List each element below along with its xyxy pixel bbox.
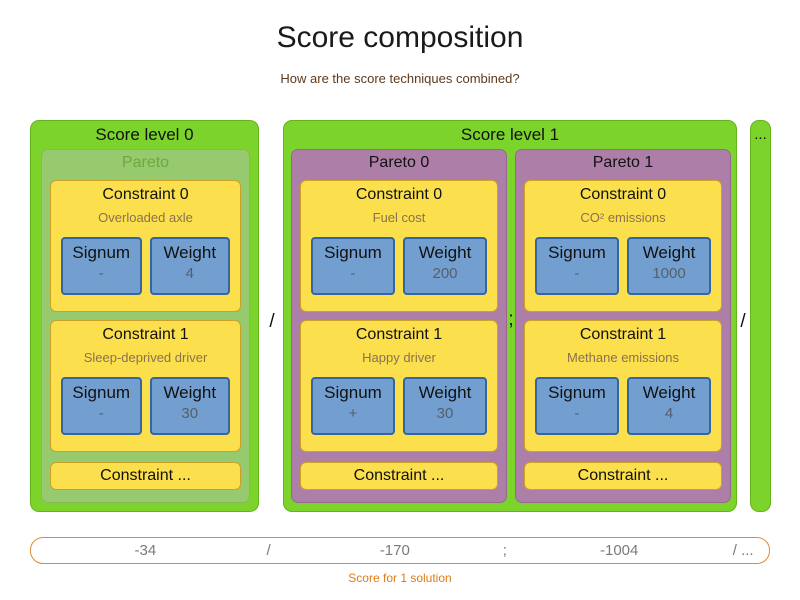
weight-box: Weight 4 [627, 377, 711, 435]
signum-value: - [350, 265, 356, 282]
weight-value: 4 [185, 265, 194, 282]
pareto-group-disabled: Pareto Constraint 0 Overloaded axle Sign… [41, 149, 250, 503]
constraint-description: Fuel cost [372, 210, 426, 225]
signum-label: Signum [72, 383, 131, 402]
weight-value: 30 [181, 405, 199, 422]
weight-value: 200 [432, 265, 458, 282]
constraint-title: Constraint 0 [102, 186, 189, 203]
weight-label: Weight [642, 383, 696, 402]
constraint-title: Constraint ... [577, 467, 669, 484]
weight-label: Weight [642, 243, 696, 262]
score-caption: Score for 1 solution [348, 571, 452, 585]
signum-weight-row: Signum - Weight 30 [51, 377, 240, 435]
signum-box: Signum + [311, 377, 395, 435]
score-value-pareto1: -1004 [599, 542, 639, 559]
level-separator-slash: / [740, 311, 746, 332]
page-title: Score composition [276, 21, 524, 54]
constraint-card: Constraint 1 Sleep-deprived driver Signu… [50, 320, 241, 452]
score-level-1-label: Score level 1 [460, 125, 560, 144]
signum-label: Signum [324, 383, 382, 402]
more-levels-indicator: ... [754, 126, 767, 143]
signum-weight-row: Signum - Weight 4 [525, 377, 721, 435]
constraint-description: Methane emissions [567, 350, 679, 365]
constraint-title: Constraint 1 [102, 326, 189, 343]
weight-label: Weight [418, 243, 472, 262]
constraint-card: Constraint 0 CO² emissions Signum - Weig… [524, 180, 722, 312]
constraint-description: Overloaded axle [98, 210, 193, 225]
signum-weight-row: Signum + Weight 30 [301, 377, 497, 435]
signum-box: Signum - [535, 237, 619, 295]
score-value-level0: -34 [134, 542, 157, 559]
weight-box: Weight 4 [149, 237, 230, 295]
signum-weight-row: Signum - Weight 4 [51, 237, 240, 295]
constraint-description: Happy driver [362, 350, 436, 365]
pareto-group-label: Pareto [121, 154, 170, 171]
constraint-title: Constraint 1 [579, 326, 667, 343]
level-separator-slash: / [269, 311, 275, 332]
signum-box: Signum - [311, 237, 395, 295]
score-level-0-box: Score level 0 Pareto Constraint 0 Overlo… [30, 120, 259, 512]
weight-value: 4 [664, 405, 674, 422]
constraint-description: Sleep-deprived driver [83, 350, 208, 365]
signum-box: Signum - [535, 377, 619, 435]
weight-box: Weight 30 [149, 377, 230, 435]
signum-box: Signum - [61, 377, 142, 435]
signum-label: Signum [548, 243, 606, 262]
pareto-group-label: Pareto 0 [368, 154, 430, 171]
weight-box: Weight 200 [403, 237, 487, 295]
signum-weight-row: Signum - Weight 200 [301, 237, 497, 295]
constraint-card: Constraint 0 Overloaded axle Signum - We… [50, 180, 241, 312]
constraint-card: Constraint 1 Methane emissions Signum - … [524, 320, 722, 452]
constraint-more-card: Constraint ... [50, 462, 241, 490]
constraint-description: CO² emissions [580, 210, 666, 225]
signum-box: Signum - [61, 237, 142, 295]
signum-label: Signum [548, 383, 606, 402]
constraint-title: Constraint 0 [355, 186, 443, 203]
signum-label: Signum [324, 243, 382, 262]
constraint-more-card: Constraint ... [300, 462, 498, 490]
score-level-0-label: Score level 0 [95, 125, 194, 144]
signum-value: - [98, 405, 104, 422]
constraint-title: Constraint 1 [355, 326, 443, 343]
weight-label: Weight [163, 383, 217, 402]
constraint-title: Constraint ... [100, 467, 191, 484]
weight-value: 1000 [652, 265, 686, 282]
score-separator-slash: / [266, 542, 271, 559]
constraint-title: Constraint 0 [579, 186, 667, 203]
score-separator-more: / ... [732, 542, 754, 559]
more-levels-strip: ... [750, 120, 771, 512]
constraint-card: Constraint 0 Fuel cost Signum - Weight 2… [300, 180, 498, 312]
constraint-title: Constraint ... [353, 467, 445, 484]
weight-value: 30 [436, 405, 454, 422]
weight-box: Weight 1000 [627, 237, 711, 295]
pareto-group-1: Pareto 1 Constraint 0 CO² emissions Sign… [515, 149, 731, 503]
pareto-separator-semicolon: ; [508, 309, 514, 330]
weight-label: Weight [163, 243, 217, 262]
constraint-card: Constraint 1 Happy driver Signum + Weigh… [300, 320, 498, 452]
weight-label: Weight [418, 383, 472, 402]
score-separator-semicolon: ; [502, 542, 507, 559]
constraint-more-card: Constraint ... [524, 462, 722, 490]
pareto-group-0: Pareto 0 Constraint 0 Fuel cost Signum -… [291, 149, 507, 503]
score-value-pareto0: -170 [379, 542, 410, 559]
pareto-group-label: Pareto 1 [592, 154, 654, 171]
signum-label: Signum [72, 243, 131, 262]
signum-value: - [98, 265, 104, 282]
page-subtitle: How are the score techniques combined? [280, 71, 520, 86]
score-bar: -34 / -170 ; -1004 / ... [30, 537, 770, 564]
signum-value: - [574, 405, 580, 422]
signum-value: + [348, 405, 358, 422]
signum-weight-row: Signum - Weight 1000 [525, 237, 721, 295]
signum-value: - [574, 265, 580, 282]
score-level-1-box: Score level 1 Pareto 0 Constraint 0 Fuel… [283, 120, 737, 512]
weight-box: Weight 30 [403, 377, 487, 435]
